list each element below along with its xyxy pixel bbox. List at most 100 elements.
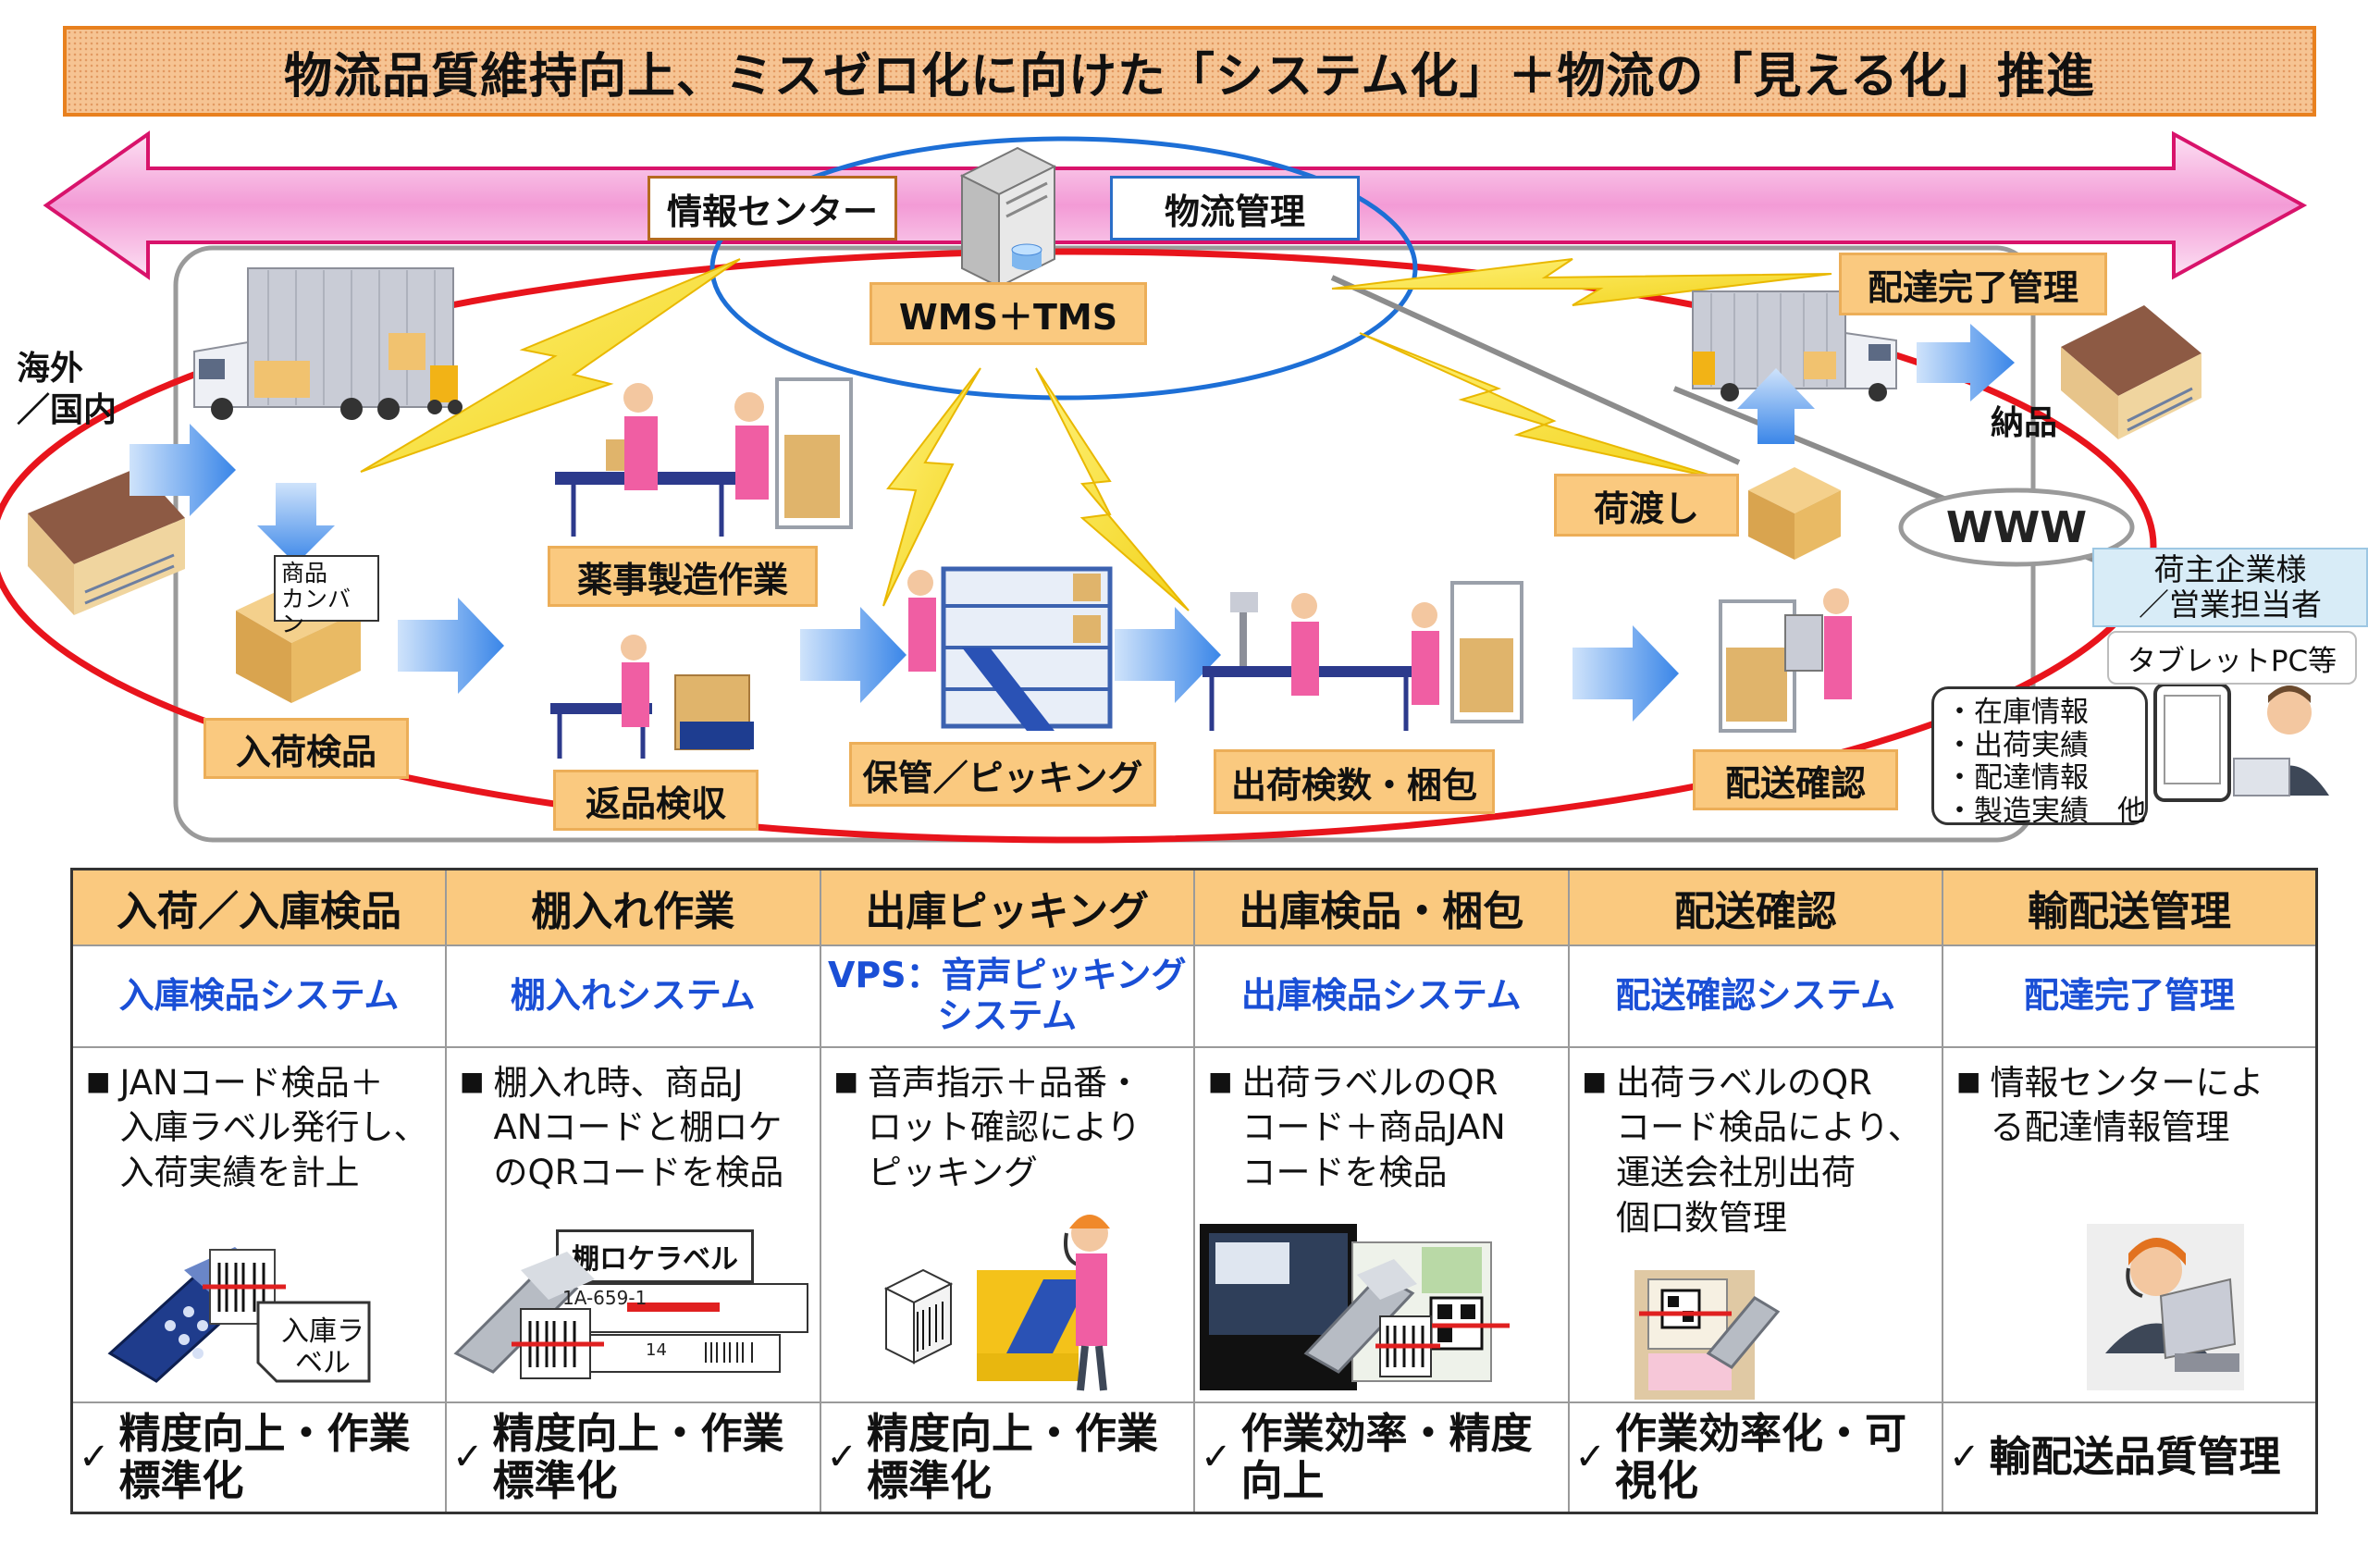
warehouse-icon	[2061, 305, 2202, 439]
result-cell: ✓作業効率・精度向上	[1193, 1401, 1570, 1514]
handover-label: 荷渡し	[1554, 474, 1739, 537]
system-name-cell: VPS：音声ピッキングシステム	[819, 944, 1195, 1048]
info-list-callout: ・在庫情報 ・出荷実績 ・配達情報 ・製造実績 他	[1931, 686, 2148, 828]
flow-arrow-icon	[800, 607, 906, 703]
system-name-cell: 配送確認システム	[1567, 944, 1943, 1048]
overseas-domestic-label: 海外 ／国内	[17, 350, 117, 429]
system-name-cell: 配達完了管理	[1942, 944, 2318, 1048]
system-name-cell: 出庫検品システム	[1193, 944, 1570, 1048]
delivery-check-label: 配送確認	[1693, 749, 1898, 810]
bullet-icon: ■	[1956, 1065, 1981, 1096]
description-cell: ■ 出荷ラベルのQR コード検品により、 運送会社別出荷 個口数管理	[1567, 1045, 1943, 1403]
check-icon: ✓	[452, 1436, 484, 1479]
handheld-scanner-icon	[107, 1246, 371, 1383]
flow-arrow-icon	[398, 598, 504, 694]
process-system-table: 入荷／入庫検品 棚入れ作業 出庫ピッキング 出庫検品・梱包 配送確認 輸配送管理…	[70, 868, 2318, 1514]
result-cell: ✓精度向上・作業標準化	[445, 1401, 821, 1514]
result-cell: ✓精度向上・作業標準化	[819, 1401, 1195, 1514]
column-header: 配送確認	[1567, 868, 1943, 946]
column-header: 輸配送管理	[1942, 868, 2318, 946]
table-header-row: 入荷／入庫検品 棚入れ作業 出庫ピッキング 出庫検品・梱包 配送確認 輸配送管理	[70, 868, 2318, 946]
wms-tms-label: WMS＋TMS	[870, 282, 1147, 345]
operator-icon	[2087, 1223, 2244, 1390]
web-ellipse	[1898, 488, 2135, 567]
column-header: 出庫検品・梱包	[1193, 868, 1570, 946]
warehouse-icon	[28, 467, 185, 615]
description-cell: ■ 音声指示＋品番・ ロット確認により ピッキング	[819, 1045, 1195, 1403]
packing-workstation-icon	[1202, 581, 1523, 731]
bullet-icon: ■	[1582, 1065, 1607, 1096]
description-cell: ■ 棚入れ時、商品J ANコードと棚ロケ のQRコードを検品 棚ロケラベル	[445, 1045, 821, 1403]
server-icon	[959, 146, 1057, 289]
info-list-item: ・製造実績 他	[1945, 794, 2146, 828]
delivery-label: 納品	[1991, 404, 2058, 442]
flow-arrow-icon	[1115, 607, 1221, 703]
flow-diagram-graphics	[0, 130, 2329, 844]
flow-arrow-icon	[1572, 625, 1679, 722]
result-cell: ✓作業効率化・可視化	[1567, 1401, 1943, 1514]
system-ellipse	[709, 136, 1418, 401]
truck-icon	[1692, 290, 1897, 401]
voice-picking-icon	[883, 1214, 1110, 1390]
flow-arrow-icon	[257, 483, 335, 564]
check-icon: ✓	[826, 1436, 858, 1479]
storage-picking-label: 保管／ピッキング	[849, 742, 1156, 807]
lightning-bolt-icon	[1331, 258, 1832, 306]
returns-workstation-icon	[550, 635, 754, 759]
sales-person-icon	[2233, 685, 2329, 796]
tablet-icon	[2153, 683, 2231, 802]
description-cell: ■ 情報センターによ る配達情報管理	[1942, 1045, 2318, 1403]
flow-arrow-icon	[1737, 368, 1815, 444]
tablet-label: タブレットPC等	[2107, 631, 2357, 685]
info-list-item: ・出荷実績	[1945, 728, 2089, 762]
column-header: 出庫ピッキング	[819, 868, 1195, 946]
product-kanban-note: 商品 カンバン	[274, 555, 379, 636]
check-icon: ✓	[1949, 1436, 1980, 1479]
shelf-label-number: 14	[646, 1340, 667, 1360]
table-system-row: 入庫検品システム 棚入れシステム VPS：音声ピッキングシステム 出庫検品システ…	[70, 944, 2318, 1048]
conveyor-workstation-icon	[555, 377, 853, 537]
shipper-label: 荷主企業様 ／営業担当者	[2092, 548, 2368, 627]
bullet-icon: ■	[86, 1065, 111, 1096]
description-cell: ■ JANコード検品＋ 入庫ラベル発行し、 入荷実績を計上	[70, 1045, 447, 1403]
system-name-cell: 入庫検品システム	[70, 944, 447, 1048]
returns-label: 返品検収	[553, 770, 758, 831]
flow-cycle-ellipse	[0, 248, 2157, 844]
web-link-line	[1330, 275, 1741, 465]
column-header: 入荷／入庫検品	[70, 868, 447, 946]
logistics-management-label: 物流管理	[1110, 176, 1360, 241]
shelf-label-scan-icon	[453, 1251, 808, 1379]
system-name-cell: 棚入れシステム	[445, 944, 821, 1048]
packing-scan-station-icon	[1200, 1223, 1510, 1390]
table-description-row: ■ JANコード検品＋ 入庫ラベル発行し、 入荷実績を計上	[70, 1045, 2318, 1403]
truck-icon	[193, 267, 462, 420]
result-cell: ✓輸配送品質管理	[1942, 1401, 2318, 1514]
flow-arrow-icon	[1917, 324, 2015, 401]
delivery-check-icon	[1719, 588, 1852, 733]
info-list-item: ・配達情報	[1945, 761, 2089, 796]
pharma-work-label: 薬事製造作業	[548, 546, 818, 607]
bullet-icon: ■	[833, 1065, 858, 1096]
check-icon: ✓	[1574, 1436, 1607, 1479]
lightning-bolt-icon	[882, 367, 981, 607]
info-center-label: 情報センター	[648, 176, 897, 241]
info-list-item: ・在庫情報	[1945, 696, 2089, 729]
ship-inspection-label: 出荷検数・梱包	[1214, 749, 1495, 814]
description-cell: ■ 出荷ラベルのQR コード＋商品JAN コードを検品	[1193, 1045, 1570, 1403]
shelf-location-code: 1A-659-1	[562, 1286, 648, 1309]
delivery-qr-scan-icon	[1634, 1269, 1780, 1400]
www-label: WWW	[1945, 502, 2088, 552]
lightning-bolt-icon	[1035, 367, 1190, 611]
inbound-inspection-label: 入荷検品	[204, 718, 409, 779]
check-icon: ✓	[1201, 1436, 1232, 1479]
inbound-label-caption: 入庫ラ ベル	[281, 1315, 364, 1379]
page-title: 物流品質維持向上、ミスゼロ化に向けた「システム化」＋物流の「見える化」推進	[63, 26, 2316, 117]
storage-rack-icon	[907, 566, 1113, 731]
table-result-row: ✓精度向上・作業標準化 ✓精度向上・作業標準化 ✓精度向上・作業標準化 ✓作業効…	[70, 1401, 2318, 1514]
lightning-bolt-icon	[360, 258, 741, 473]
check-icon: ✓	[79, 1436, 110, 1479]
flow-arrow-icon	[130, 424, 236, 516]
column-header: 棚入れ作業	[445, 868, 821, 946]
result-cell: ✓精度向上・作業標準化	[70, 1401, 447, 1514]
bullet-icon: ■	[460, 1065, 485, 1096]
